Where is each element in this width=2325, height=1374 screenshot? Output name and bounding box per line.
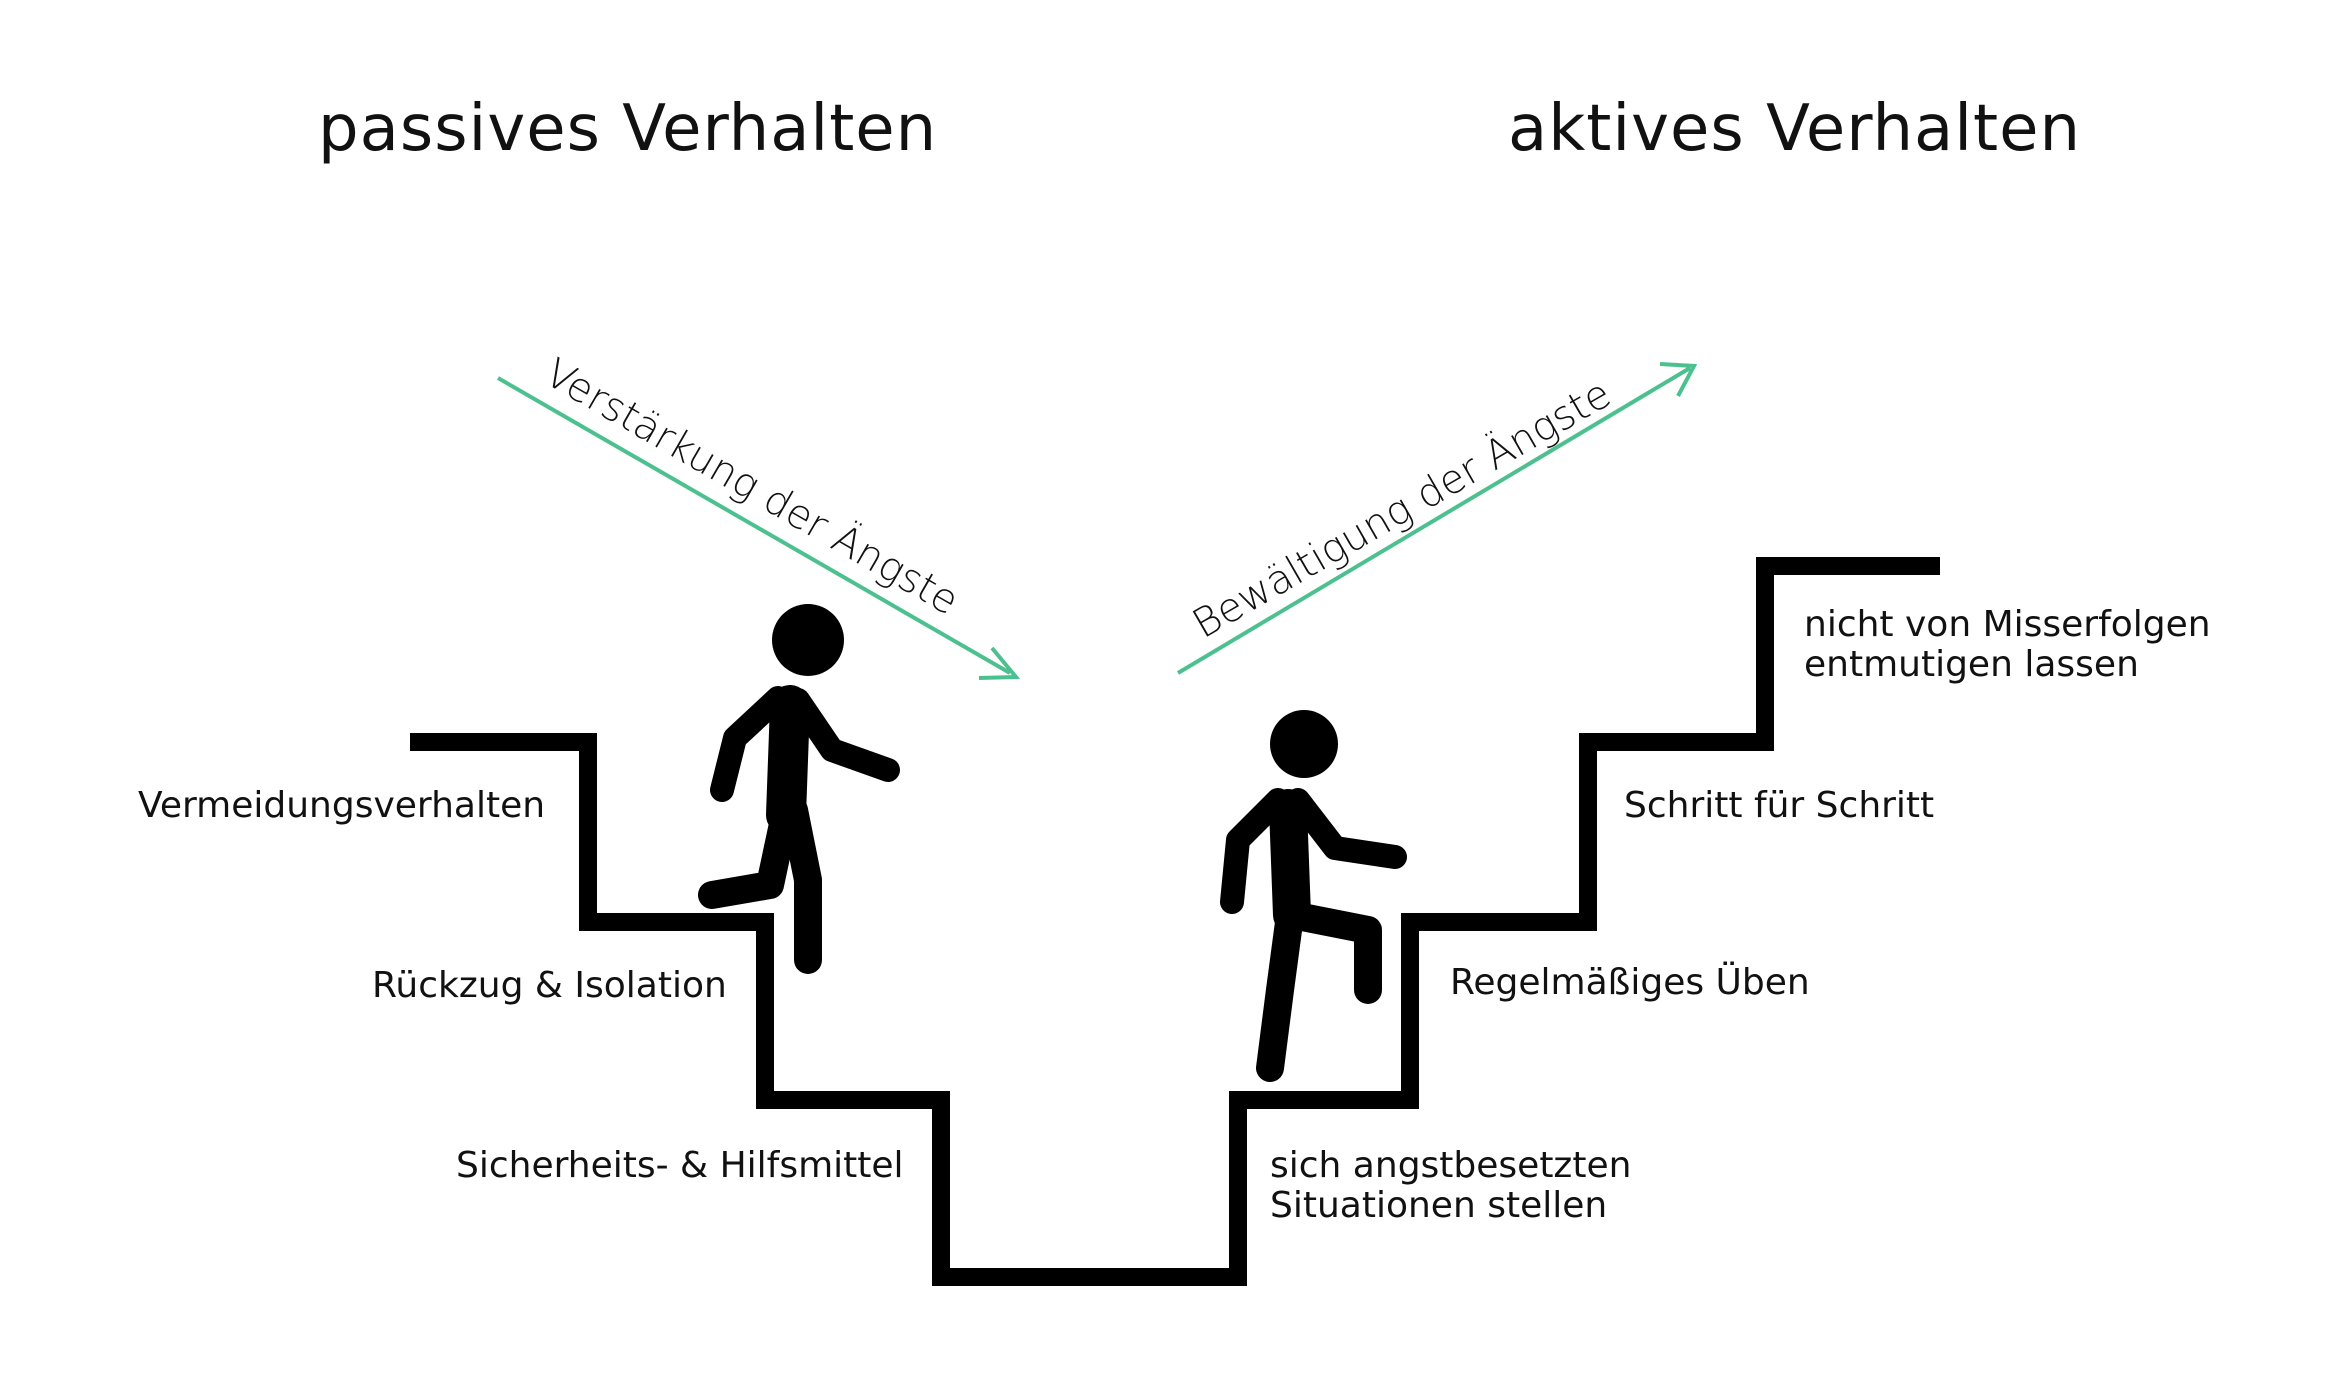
arrow-down-right [497,376,1021,680]
staircase [410,557,1940,1286]
label-avoidance: Vermeidungsverhalten [138,785,546,826]
person-descending-icon [698,604,900,974]
person-ascending-icon [1220,710,1407,1082]
label-regular-practice: Regelmäßiges Üben [1450,962,1810,1003]
label-withdrawal: Rückzug & Isolation [372,965,727,1006]
heading-passive: passives Verhalten [318,92,938,166]
label-dont-be-discouraged: nicht von Misserfolgen entmutigen lassen [1804,604,2211,685]
arrow-up-right [1176,362,1698,675]
label-step-by-step: Schritt für Schritt [1624,785,1935,826]
heading-active: aktives Verhalten [1508,92,2082,166]
label-face-situations: sich angstbesetzten Situationen stellen [1270,1145,1632,1226]
label-safety-aids: Sicherheits- & Hilfsmittel [456,1145,904,1186]
